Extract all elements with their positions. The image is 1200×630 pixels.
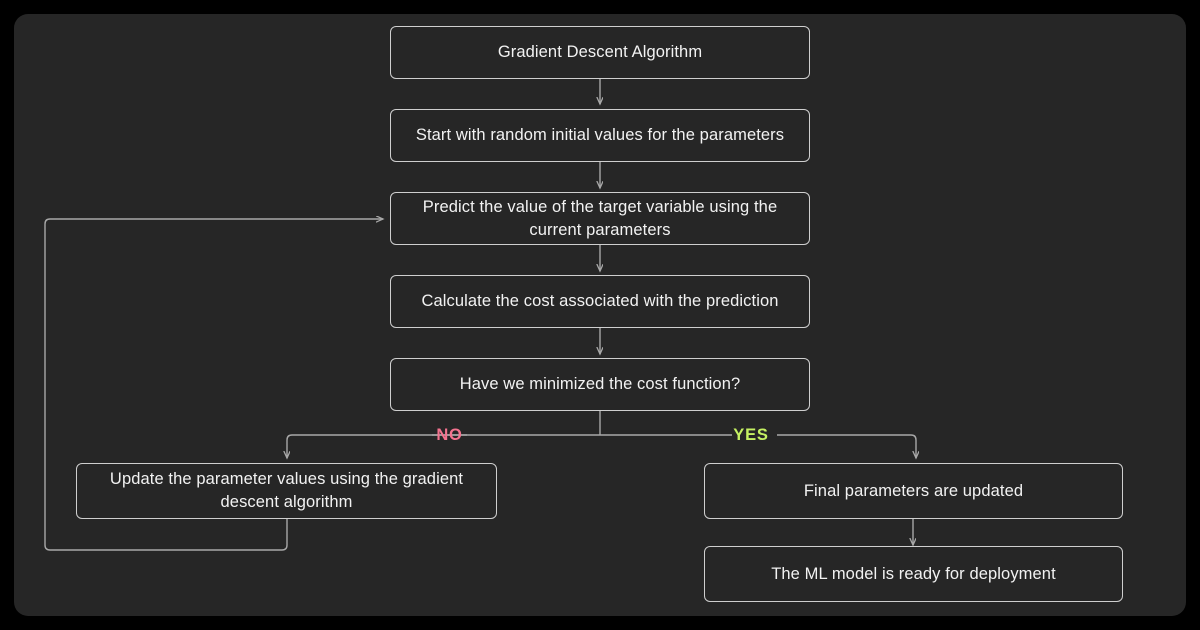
node-update[interactable]: Update the parameter values using the gr… <box>76 463 497 519</box>
node-update-label: Update the parameter values using the gr… <box>109 470 464 511</box>
node-start-label: Gradient Descent Algorithm <box>497 43 703 62</box>
branch-label-no: NO <box>436 426 463 444</box>
node-cost[interactable]: Calculate the cost associated with the p… <box>390 275 810 328</box>
node-check[interactable]: Have we minimized the cost function? <box>390 358 810 411</box>
node-predict-label: Predict the value of the target variable… <box>422 197 778 239</box>
node-init-label: Start with random initial values for the… <box>415 126 785 145</box>
node-final-label: Final parameters are updated <box>803 481 1024 500</box>
node-start[interactable]: Gradient Descent Algorithm <box>390 26 810 79</box>
node-predict[interactable]: Predict the value of the target variable… <box>390 192 810 245</box>
branch-label-yes: YES <box>733 426 769 444</box>
node-deploy-label: The ML model is ready for deployment <box>771 564 1056 583</box>
node-cost-label: Calculate the cost associated with the p… <box>421 292 779 311</box>
node-init[interactable]: Start with random initial values for the… <box>390 109 810 162</box>
node-check-label: Have we minimized the cost function? <box>459 375 741 394</box>
node-final[interactable]: Final parameters are updated <box>704 463 1123 519</box>
node-deploy[interactable]: The ML model is ready for deployment <box>704 546 1123 602</box>
